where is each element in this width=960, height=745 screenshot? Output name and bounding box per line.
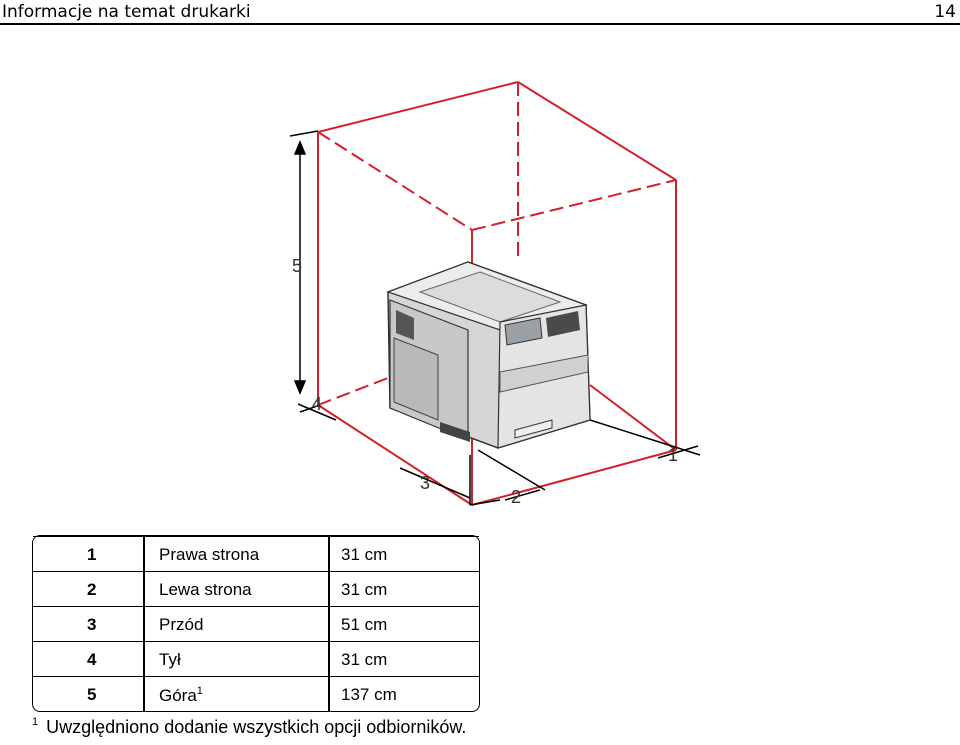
table-divider	[143, 536, 145, 711]
footnote-text: Uwzględniono dodanie wszystkich opcji od…	[46, 717, 467, 737]
clearance-side: Tył	[159, 650, 181, 669]
table-row: 4 Tył 31 cm	[33, 641, 479, 676]
footnote: 1 Uwzględniono dodanie wszystkich opcji o…	[32, 716, 466, 738]
diagram-label-2: 2	[511, 487, 521, 507]
page-number: 14	[934, 2, 956, 22]
diagram-label-3: 3	[420, 473, 430, 493]
clearance-distance: 31 cm	[341, 580, 388, 599]
header-title: Informacje na temat drukarki	[2, 2, 251, 22]
clearance-number: 1	[87, 545, 97, 564]
clearance-distance: 31 cm	[341, 545, 388, 564]
table-row: 5 Góra1 137 cm	[33, 676, 479, 711]
clearance-number: 4	[87, 650, 97, 669]
clearance-distance: 31 cm	[341, 650, 388, 669]
clearance-distance: 137 cm	[341, 685, 397, 704]
diagram-label-4: 4	[312, 394, 322, 414]
clearance-side: Przód	[159, 615, 204, 634]
clearance-side: Prawa strona	[159, 545, 260, 564]
footnote-marker: 1	[32, 716, 39, 728]
clearance-side-text: Góra	[159, 686, 197, 705]
table-divider	[328, 536, 330, 711]
clearance-side: Góra1	[159, 685, 203, 706]
clearance-number: 2	[87, 580, 97, 599]
header-rule	[0, 23, 960, 25]
clearance-number: 3	[87, 615, 97, 634]
diagram-label-1: 1	[668, 445, 678, 465]
clearance-distance: 51 cm	[341, 615, 388, 634]
table-row: 3 Przód 51 cm	[33, 606, 479, 641]
printer-illustration	[386, 261, 591, 449]
table-row: 2 Lewa strona 31 cm	[33, 571, 479, 606]
dimension-lines	[289, 130, 701, 506]
clearance-number: 5	[87, 685, 97, 704]
diagram-label-5: 5	[292, 256, 302, 276]
table-row: 1 Prawa strona 31 cm	[33, 536, 479, 571]
clearance-side: Lewa strona	[159, 580, 252, 599]
footnote-ref: 1	[196, 685, 203, 697]
printer-clearance-diagram: 5 4 3 2 1	[289, 81, 701, 507]
clearance-table: 1 Prawa strona 31 cm 2 Lewa strona 31 cm…	[32, 535, 480, 712]
page-header: Informacje na temat drukarki 14	[0, 0, 960, 26]
